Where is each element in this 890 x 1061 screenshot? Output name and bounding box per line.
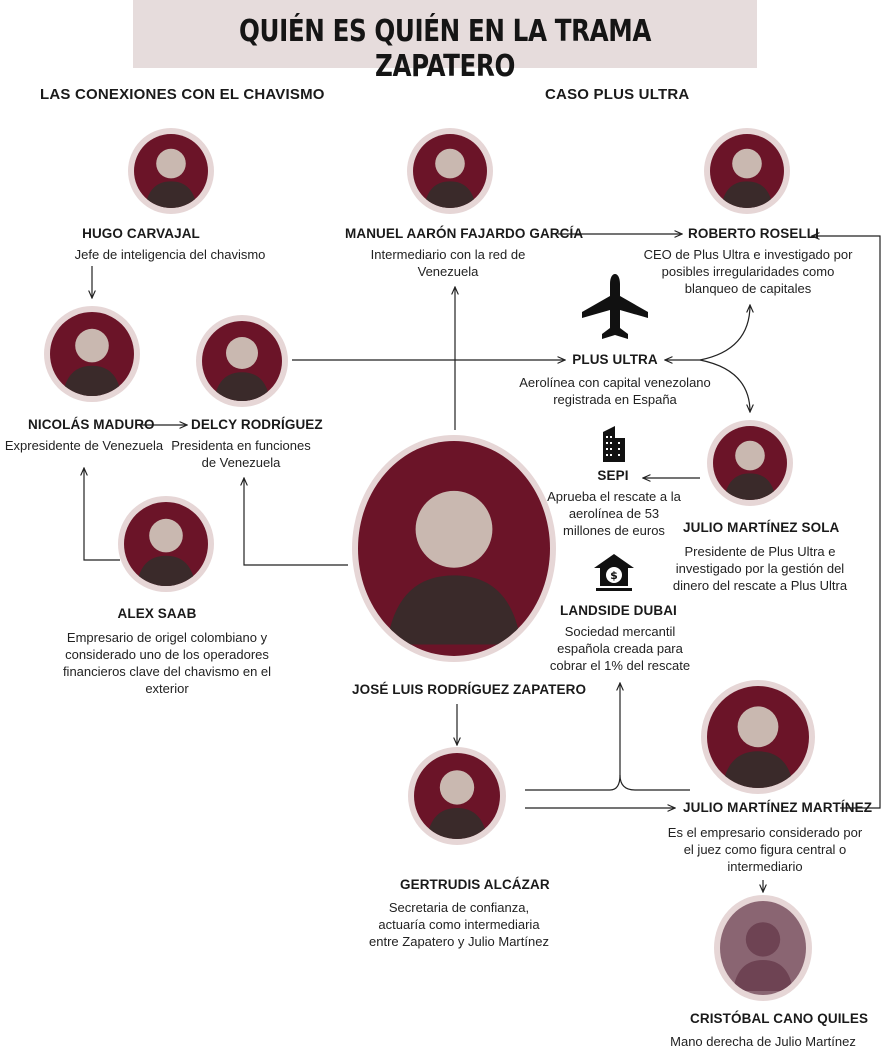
desc-alex-saab: Empresario de origel colombiano y consid… (62, 630, 272, 696)
photo-manuel-fajardo (407, 128, 493, 214)
airplane-icon (582, 274, 648, 339)
photo-hugo-carvajal (128, 128, 214, 214)
photo-gertrudis-alcazar (408, 747, 506, 845)
desc-roberto-roselli: CEO de Plus Ultra e investigado por posi… (643, 247, 853, 296)
photo-delcy-rodriguez (196, 315, 288, 407)
name-roberto-roselli: ROBERTO ROSELLI (688, 226, 820, 241)
building-icon (603, 426, 625, 462)
name-sepi: SEPI (597, 468, 629, 483)
desc-hugo-carvajal: Jefe de inteligencia del chavismo (74, 247, 266, 262)
arrow-alcazar-landside (525, 683, 620, 791)
arrow-alcazar-landside-branch (619, 774, 690, 791)
section-title-plus-ultra: CASO PLUS ULTRA (545, 86, 690, 103)
name-manuel-fajardo: MANUEL AARÓN FAJARDO GARCÍA (345, 226, 584, 241)
arrow-plusultra-roselli (699, 305, 750, 361)
photo-julio-martinez-martinez (701, 680, 815, 794)
page-title: QUIÉN ES QUIÉN EN LA TRAMA ZAPATERO (239, 14, 651, 84)
name-hugo-carvajal: HUGO CARVAJAL (82, 226, 200, 241)
desc-delcy-rodriguez: Presidenta en funciones de Venezuela (171, 438, 311, 470)
desc-cristobal-cano: Mano derecha de Julio Martínez (670, 1034, 856, 1049)
name-cristobal-cano: CRISTÓBAL CANO QUILES (690, 1011, 869, 1026)
photo-nicolas-maduro (44, 306, 140, 402)
desc-gertrudis-alcazar: Secretaria de confianza, actuaría como i… (369, 900, 549, 949)
photo-roberto-roselli (704, 128, 790, 214)
desc-manuel-fajardo: Intermediario con la red de Venezuela (370, 247, 526, 279)
arrow-martinez-roselli (812, 236, 881, 809)
name-julio-martinez-martinez: JULIO MARTÍNEZ MARTÍNEZ (683, 800, 873, 815)
arrow-saab-maduro (84, 468, 120, 561)
name-landside-dubai: LANDSIDE DUBAI (560, 603, 677, 618)
photo-alex-saab (118, 496, 214, 592)
name-plus-ultra: PLUS ULTRA (572, 352, 658, 367)
bank-dollar-icon: $ (594, 554, 634, 591)
desc-landside-dubai: Sociedad mercantil española creada para … (549, 624, 691, 673)
desc-sepi: Aprueba el rescate a la aerolínea de 53 … (547, 489, 681, 538)
section-title-chavismo: LAS CONEXIONES CON EL CHAVISMO (40, 86, 325, 103)
title-banner (133, 0, 757, 68)
photo-cristobal-cano (714, 895, 812, 1001)
desc-plus-ultra: Aerolínea con capital venezolano registr… (519, 375, 711, 407)
name-alex-saab: ALEX SAAB (117, 606, 197, 621)
arrow-zapatero-delcy (244, 478, 348, 566)
arrow-plusultra-sola (699, 359, 750, 412)
name-nicolas-maduro: NICOLÁS MADURO (28, 417, 155, 432)
name-gertrudis-alcazar: GERTRUDIS ALCÁZAR (400, 877, 550, 892)
svg-text:$: $ (610, 569, 618, 582)
name-delcy-rodriguez: DELCY RODRÍGUEZ (191, 417, 323, 432)
name-julio-martinez-sola: JULIO MARTÍNEZ SOLA (683, 520, 840, 535)
name-jose-luis-zapatero: JOSÉ LUIS RODRÍGUEZ ZAPATERO (352, 682, 587, 697)
desc-julio-martinez-sola: Presidente de Plus Ultra e investigado p… (672, 544, 848, 593)
desc-nicolas-maduro: Expresidente de Venezuela (4, 438, 164, 453)
desc-julio-martinez-martinez: Es el empresario considerado por el juez… (667, 825, 863, 874)
photo-julio-martinez-sola (707, 420, 793, 506)
photo-jose-luis-zapatero (352, 435, 556, 662)
